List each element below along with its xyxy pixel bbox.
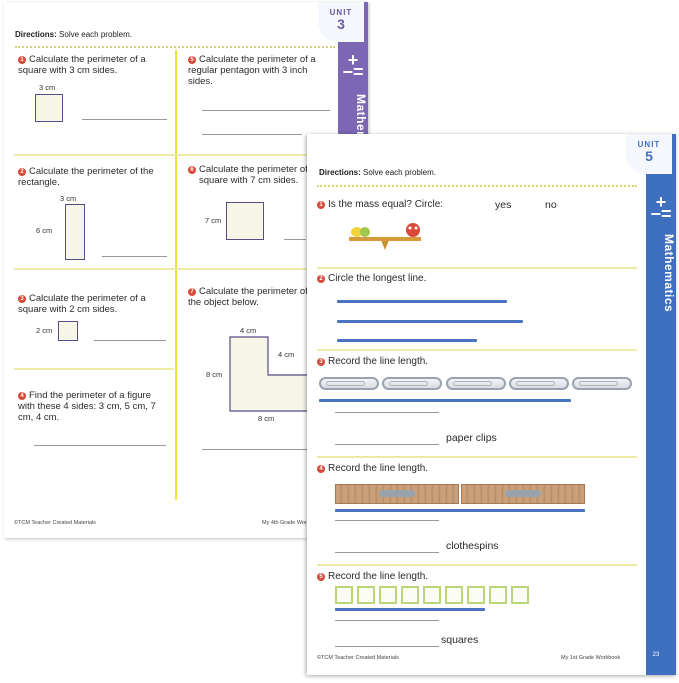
plus-minus-icon: +−=	[342, 50, 364, 82]
small-square-figure	[58, 321, 78, 341]
row-divider	[317, 564, 637, 566]
answer-line[interactable]	[202, 449, 308, 450]
answer-line[interactable]	[34, 445, 166, 446]
answer-line[interactable]	[94, 340, 166, 341]
unit-badge: UNIT 3	[318, 2, 364, 42]
measure-line	[319, 399, 571, 402]
l-shape-figure	[229, 336, 309, 412]
answer-line[interactable]	[335, 646, 439, 647]
answer-line[interactable]	[335, 620, 439, 621]
answer-line[interactable]	[335, 444, 439, 445]
answer-line[interactable]	[202, 134, 302, 135]
column-divider	[175, 50, 177, 500]
plus-minus-icon: +−=	[650, 192, 672, 224]
paper-clip-icon	[446, 377, 506, 390]
square-figure	[35, 94, 63, 122]
balance-scale-icon	[349, 223, 421, 250]
answer-line[interactable]	[335, 412, 439, 413]
answer-line[interactable]	[335, 520, 439, 521]
sidebar-strip	[646, 134, 676, 675]
row-divider	[14, 368, 174, 370]
answer-line[interactable]	[284, 239, 306, 240]
measure-line	[335, 608, 485, 611]
answer-line[interactable]	[82, 119, 167, 120]
measure-line	[335, 509, 585, 512]
dotted-divider	[15, 46, 335, 48]
line-option[interactable]	[337, 300, 507, 303]
option-yes[interactable]: yes	[495, 199, 512, 211]
answer-line[interactable]	[102, 256, 167, 257]
directions: Directions: Solve each problem.	[15, 30, 132, 39]
row-divider	[14, 268, 334, 270]
row-divider	[14, 154, 334, 156]
unit-badge: UNIT 5	[626, 134, 672, 174]
rectangle-figure	[65, 204, 85, 260]
square-figure	[226, 202, 264, 240]
answer-line[interactable]	[335, 552, 439, 553]
line-option[interactable]	[337, 339, 477, 342]
subject-title: Mathematics	[662, 234, 676, 313]
option-no[interactable]: no	[545, 199, 557, 211]
directions: Directions: Solve each problem.	[319, 168, 436, 177]
row-divider	[317, 267, 637, 269]
paper-clip-icon	[509, 377, 569, 390]
line-option[interactable]	[337, 320, 523, 323]
paper-clip-icon	[319, 377, 379, 390]
row-divider	[317, 349, 637, 351]
row-divider	[317, 456, 637, 458]
page-number: 23	[649, 648, 663, 662]
worksheet-page-unit-5: UNIT 5 +−= Mathematics Directions: Solve…	[307, 134, 676, 675]
answer-line[interactable]	[202, 110, 330, 111]
dotted-divider	[317, 185, 637, 187]
paper-clip-icon	[572, 377, 632, 390]
paper-clip-icon	[382, 377, 442, 390]
